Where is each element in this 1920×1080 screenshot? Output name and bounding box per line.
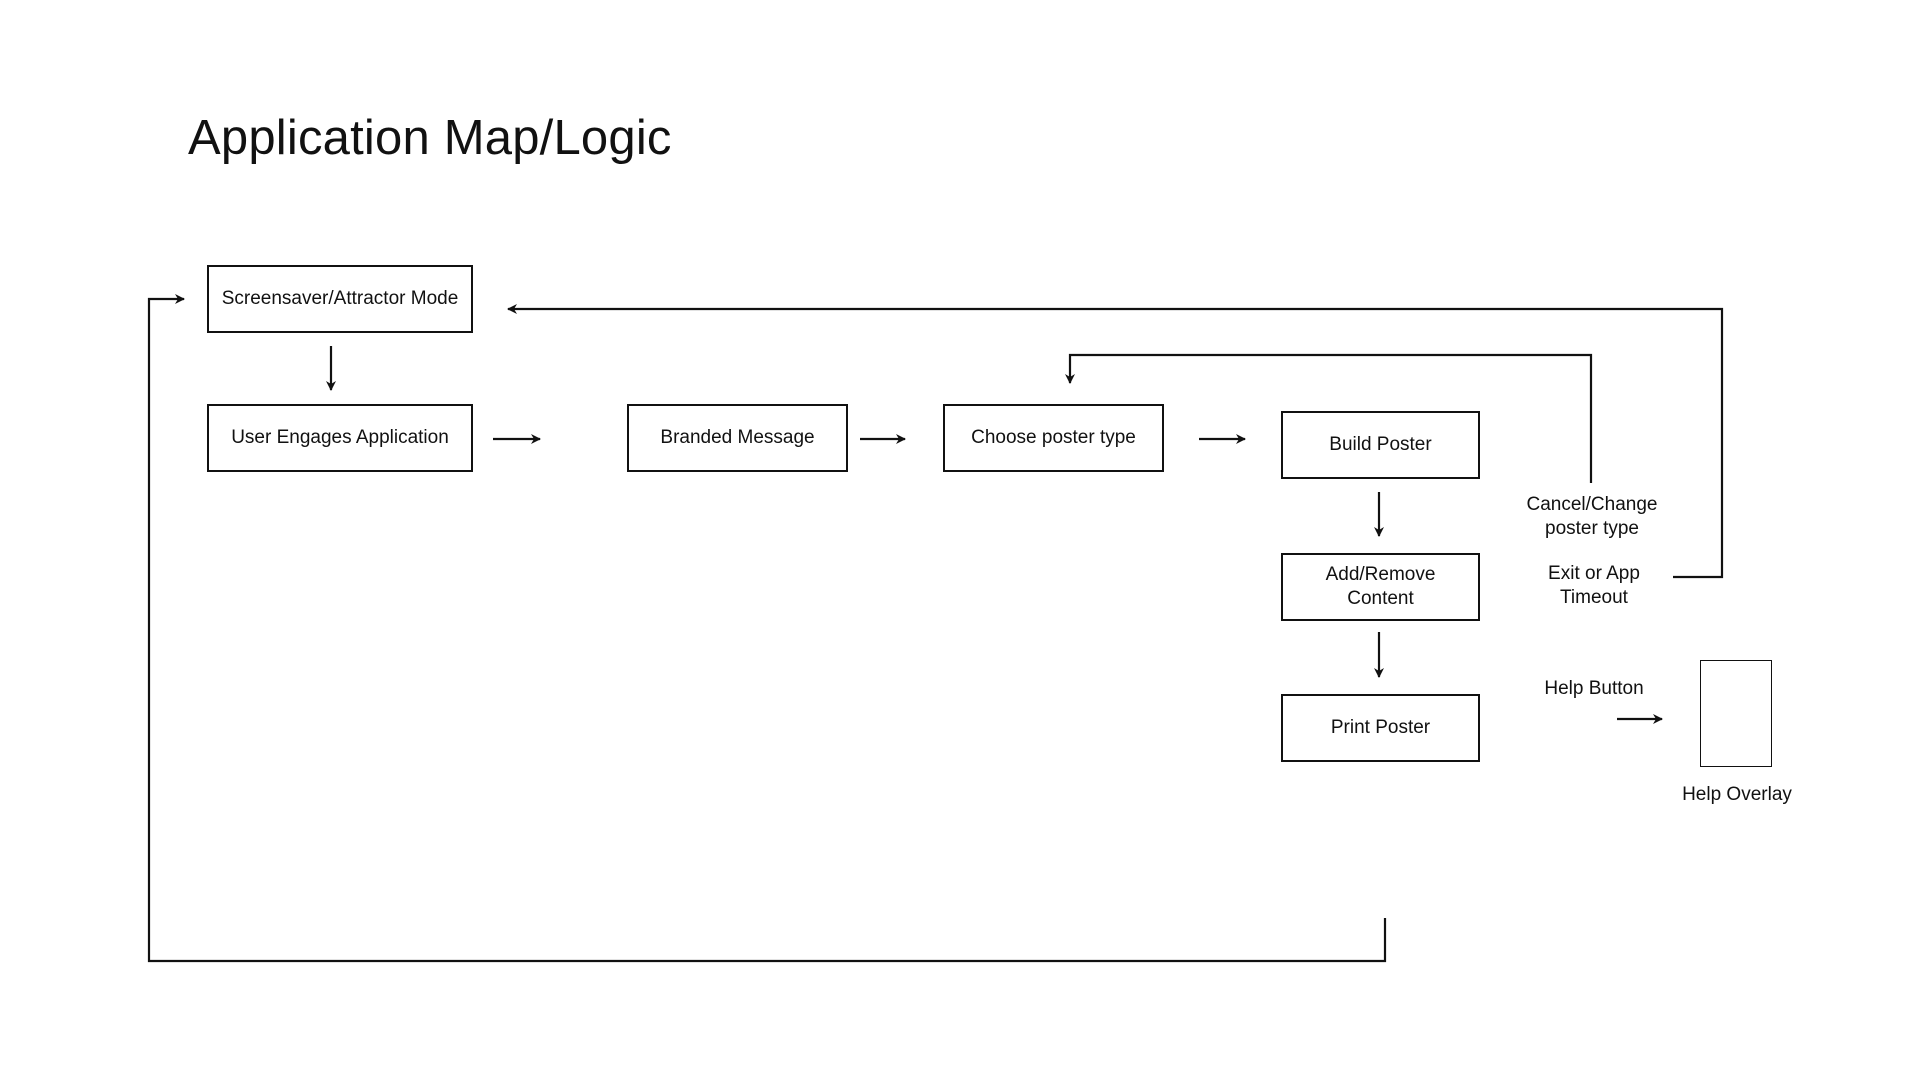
node-print-poster: Print Poster [1281,694,1480,762]
node-build-poster: Build Poster [1281,411,1480,479]
node-choose-poster-type: Choose poster type [943,404,1164,472]
node-add-remove-content: Add/Remove Content [1281,553,1480,621]
node-user-engages-label: User Engages Application [231,427,449,448]
node-user-engages: User Engages Application [207,404,473,472]
node-screensaver-label: Screensaver/Attractor Mode [221,288,459,309]
node-print-poster-label: Print Poster [1330,717,1431,738]
node-branded-message-label: Branded Message [660,427,815,448]
loop-print-to-screensaver [147,294,1387,963]
node-screensaver: Screensaver/Attractor Mode [207,265,473,333]
node-choose-poster-type-label: Choose poster type [971,427,1136,448]
help-overlay-rect [1700,660,1772,767]
node-add-remove-content-label: Add/Remove Content [1325,564,1436,609]
loop-cancel-to-choose [1065,353,1593,483]
label-exit-timeout: Exit or App Timeout [1548,563,1640,608]
page-title: Application Map/Logic [188,111,672,165]
node-build-poster-label: Build Poster [1329,434,1432,455]
label-cancel-change: Cancel/Change poster type [1526,494,1658,539]
label-help-button: Help Button [1544,678,1644,699]
label-help-overlay: Help Overlay [1682,784,1792,805]
loop-exit-to-screensaver [507,304,1724,579]
node-branded-message: Branded Message [627,404,848,472]
